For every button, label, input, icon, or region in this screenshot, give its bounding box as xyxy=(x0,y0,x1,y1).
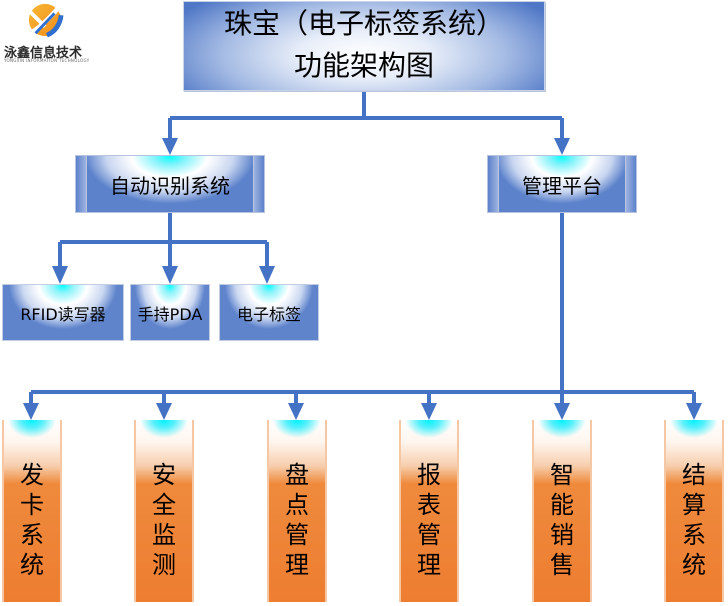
box-edge-right xyxy=(253,156,264,212)
company-logo: 泳鑫信息技术 YONGXIN INFORMATION TECHNOLOGY xyxy=(2,0,102,70)
node-rfid-reader: RFID读写器 xyxy=(2,284,124,341)
node-auto-identification-system: 自动识别系统 xyxy=(75,155,265,213)
box-edge-left xyxy=(488,156,499,212)
node-inventory-management: 盘点管理 xyxy=(267,420,327,602)
node-report-management: 报表管理 xyxy=(399,420,459,602)
arrowhead xyxy=(554,403,570,420)
box-edge-right xyxy=(625,156,636,212)
node-label: 自动识别系统 xyxy=(110,173,230,198)
arrowhead xyxy=(23,403,39,420)
box-edge-left xyxy=(76,156,87,212)
node-smart-sales: 智能销售 xyxy=(532,420,592,602)
node-label: 结算系统 xyxy=(682,461,706,579)
node-label: 报表管理 xyxy=(417,461,441,579)
title-line-1: 珠宝（电子标签系统） xyxy=(223,7,504,40)
arrowhead xyxy=(259,266,275,284)
logo-name-cn: 泳鑫信息技术 xyxy=(4,46,83,61)
arrowhead xyxy=(162,138,178,155)
node-label: 电子标签 xyxy=(236,304,301,324)
node-label: 安全监测 xyxy=(152,461,176,579)
arrowhead xyxy=(686,403,702,420)
arrowhead xyxy=(288,403,304,420)
diagram-title-box: 珠宝（电子标签系统） 功能架构图 xyxy=(183,1,545,91)
node-card-issuing-system: 发卡系统 xyxy=(2,420,62,602)
globe-swoosh-icon xyxy=(28,3,64,38)
logo-name-en: YONGXIN INFORMATION TECHNOLOGY xyxy=(4,58,90,63)
arrowhead xyxy=(421,403,437,420)
arrowhead xyxy=(554,138,570,155)
node-label: 智能销售 xyxy=(550,461,574,579)
arrowhead xyxy=(162,266,178,284)
arrowhead xyxy=(156,403,172,420)
arrowhead xyxy=(52,266,68,284)
node-management-platform: 管理平台 xyxy=(487,155,637,213)
node-security-monitoring: 安全监测 xyxy=(134,420,194,602)
node-handheld-pda: 手持PDA xyxy=(130,284,210,341)
title-line-2: 功能架构图 xyxy=(293,49,434,82)
node-label: 手持PDA xyxy=(137,304,203,324)
node-label: RFID读写器 xyxy=(20,304,106,324)
node-label: 盘点管理 xyxy=(285,461,309,579)
node-settlement-system: 结算系统 xyxy=(664,420,724,602)
node-label: 发卡系统 xyxy=(20,461,44,579)
node-electronic-tag: 电子标签 xyxy=(219,284,319,341)
node-label: 管理平台 xyxy=(522,173,602,198)
